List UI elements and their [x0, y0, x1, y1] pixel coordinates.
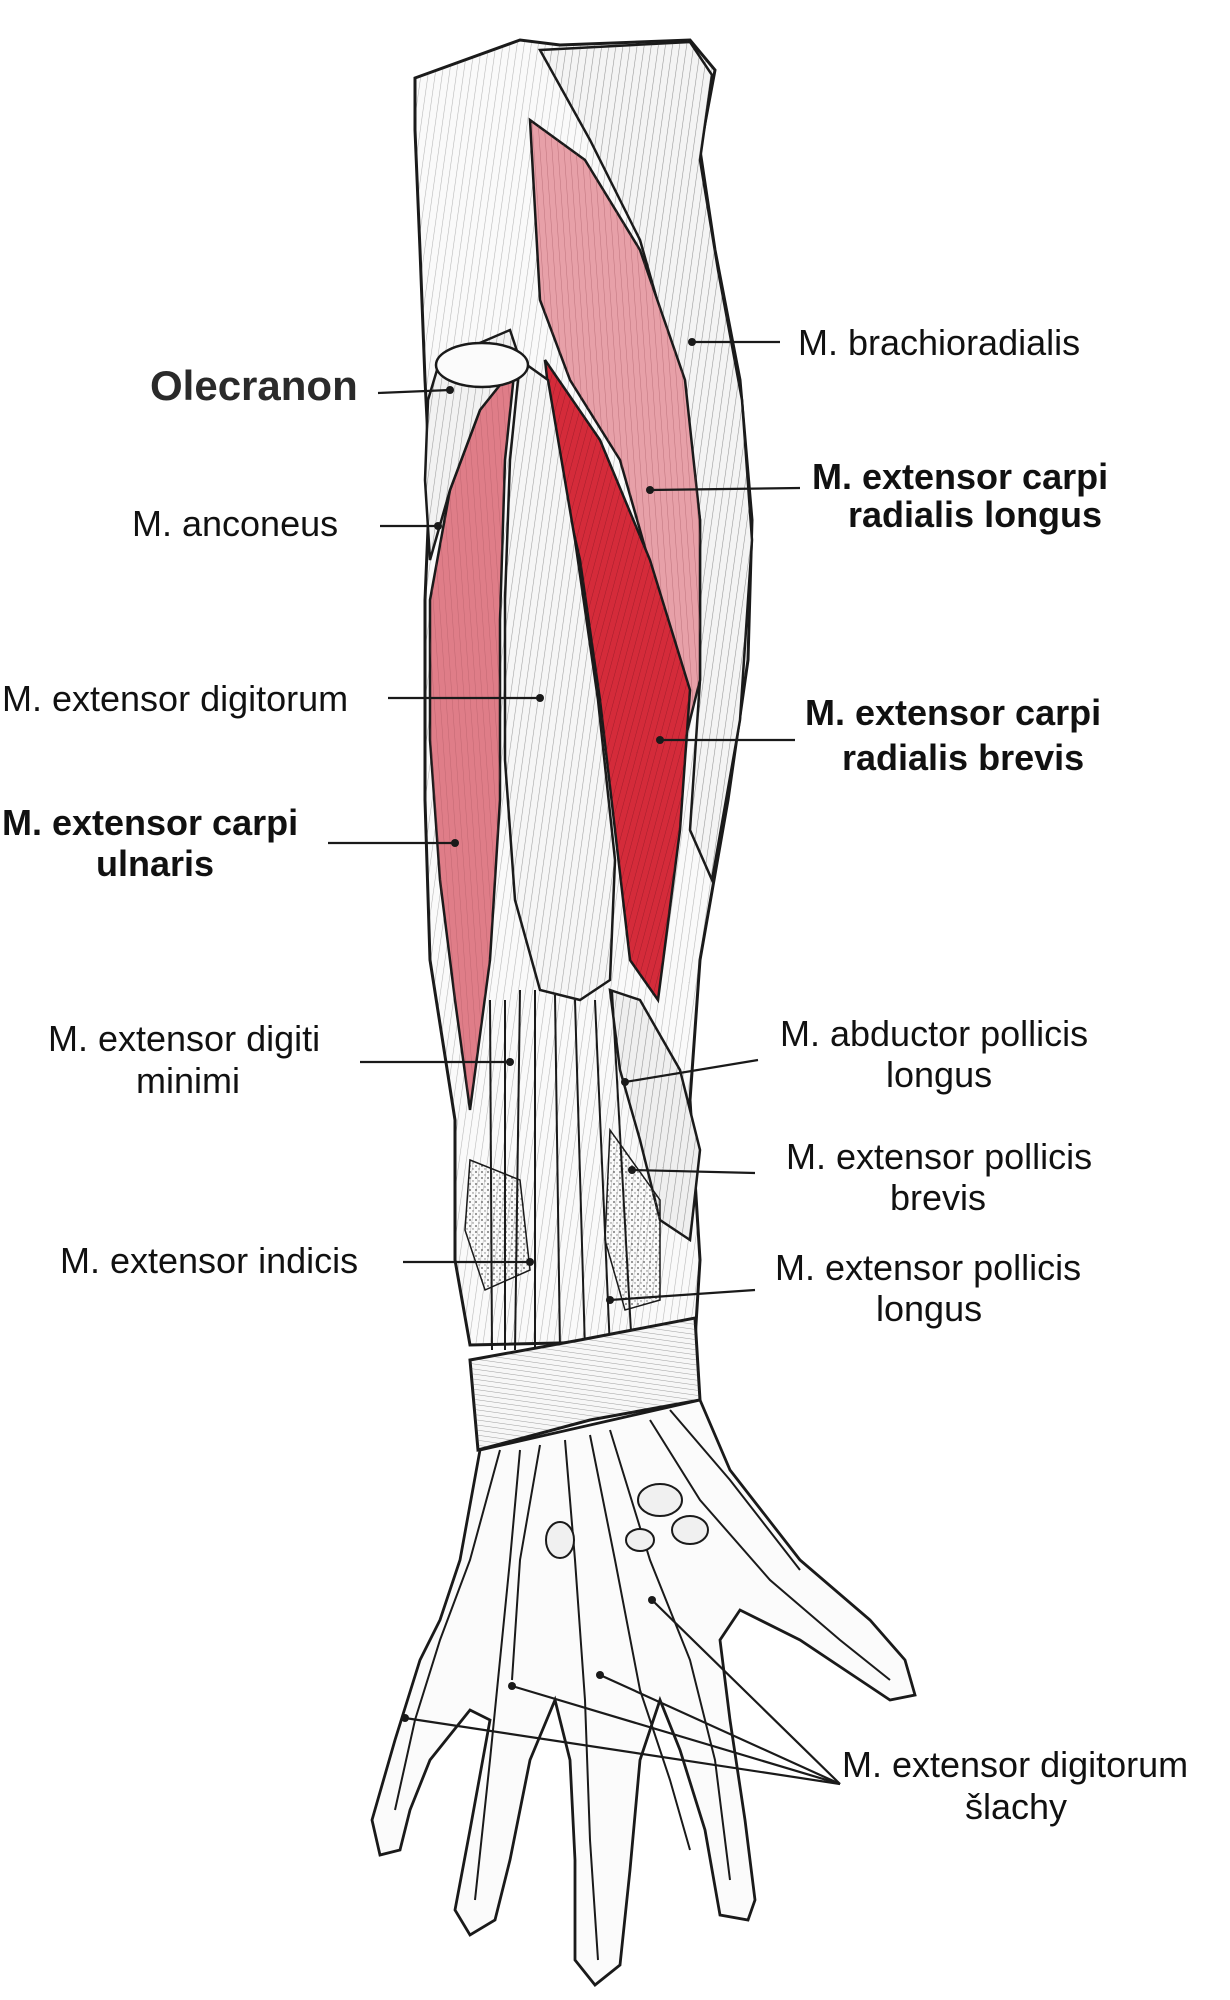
olecranon-bone	[434, 341, 530, 389]
interosseous-area	[604, 1127, 661, 1311]
label-ecu-line2: ulnaris	[96, 843, 215, 884]
label-brachioradialis: M. brachioradialis	[798, 322, 1081, 363]
label-edm-line2: minimi	[136, 1060, 240, 1101]
label-epb-line2: brevis	[890, 1177, 987, 1218]
label-edt-line2: šlachy	[965, 1786, 1068, 1827]
leader-lines	[328, 340, 841, 1786]
label-epl-line2: longus	[876, 1288, 983, 1329]
label-anconeus: M. anconeus	[132, 503, 339, 544]
label-olecranon: Olecranon	[150, 362, 358, 409]
label-ecrb-line1: M. extensor carpi	[805, 692, 1102, 733]
leader-dots	[401, 338, 696, 1722]
label-extensor-indicis: M. extensor indicis	[60, 1240, 359, 1281]
finger-tendons	[394, 1409, 891, 1961]
label-edt-line1: M. extensor digitorum	[842, 1744, 1189, 1785]
label-epl-line1: M. extensor pollicis	[775, 1247, 1082, 1288]
label-ecrl-line1: M. extensor carpi	[812, 456, 1109, 497]
label-extensor-digitorum: M. extensor digitorum	[2, 678, 349, 719]
label-apl-line2: longus	[886, 1054, 993, 1095]
radius-dotted-area	[464, 1158, 531, 1292]
label-ecrb-line2: radialis brevis	[842, 737, 1085, 778]
label-epb-line1: M. extensor pollicis	[786, 1136, 1093, 1177]
label-edm-line1: M. extensor digiti	[48, 1018, 321, 1059]
label-apl-line1: M. abductor pollicis	[780, 1013, 1089, 1054]
label-ecrl-line2: radialis longus	[848, 494, 1103, 535]
carpal-bones	[545, 1483, 709, 1559]
hand	[370, 1398, 917, 1987]
forearm-tendons	[489, 989, 633, 1351]
label-ecu-line1: M. extensor carpi	[2, 802, 299, 843]
